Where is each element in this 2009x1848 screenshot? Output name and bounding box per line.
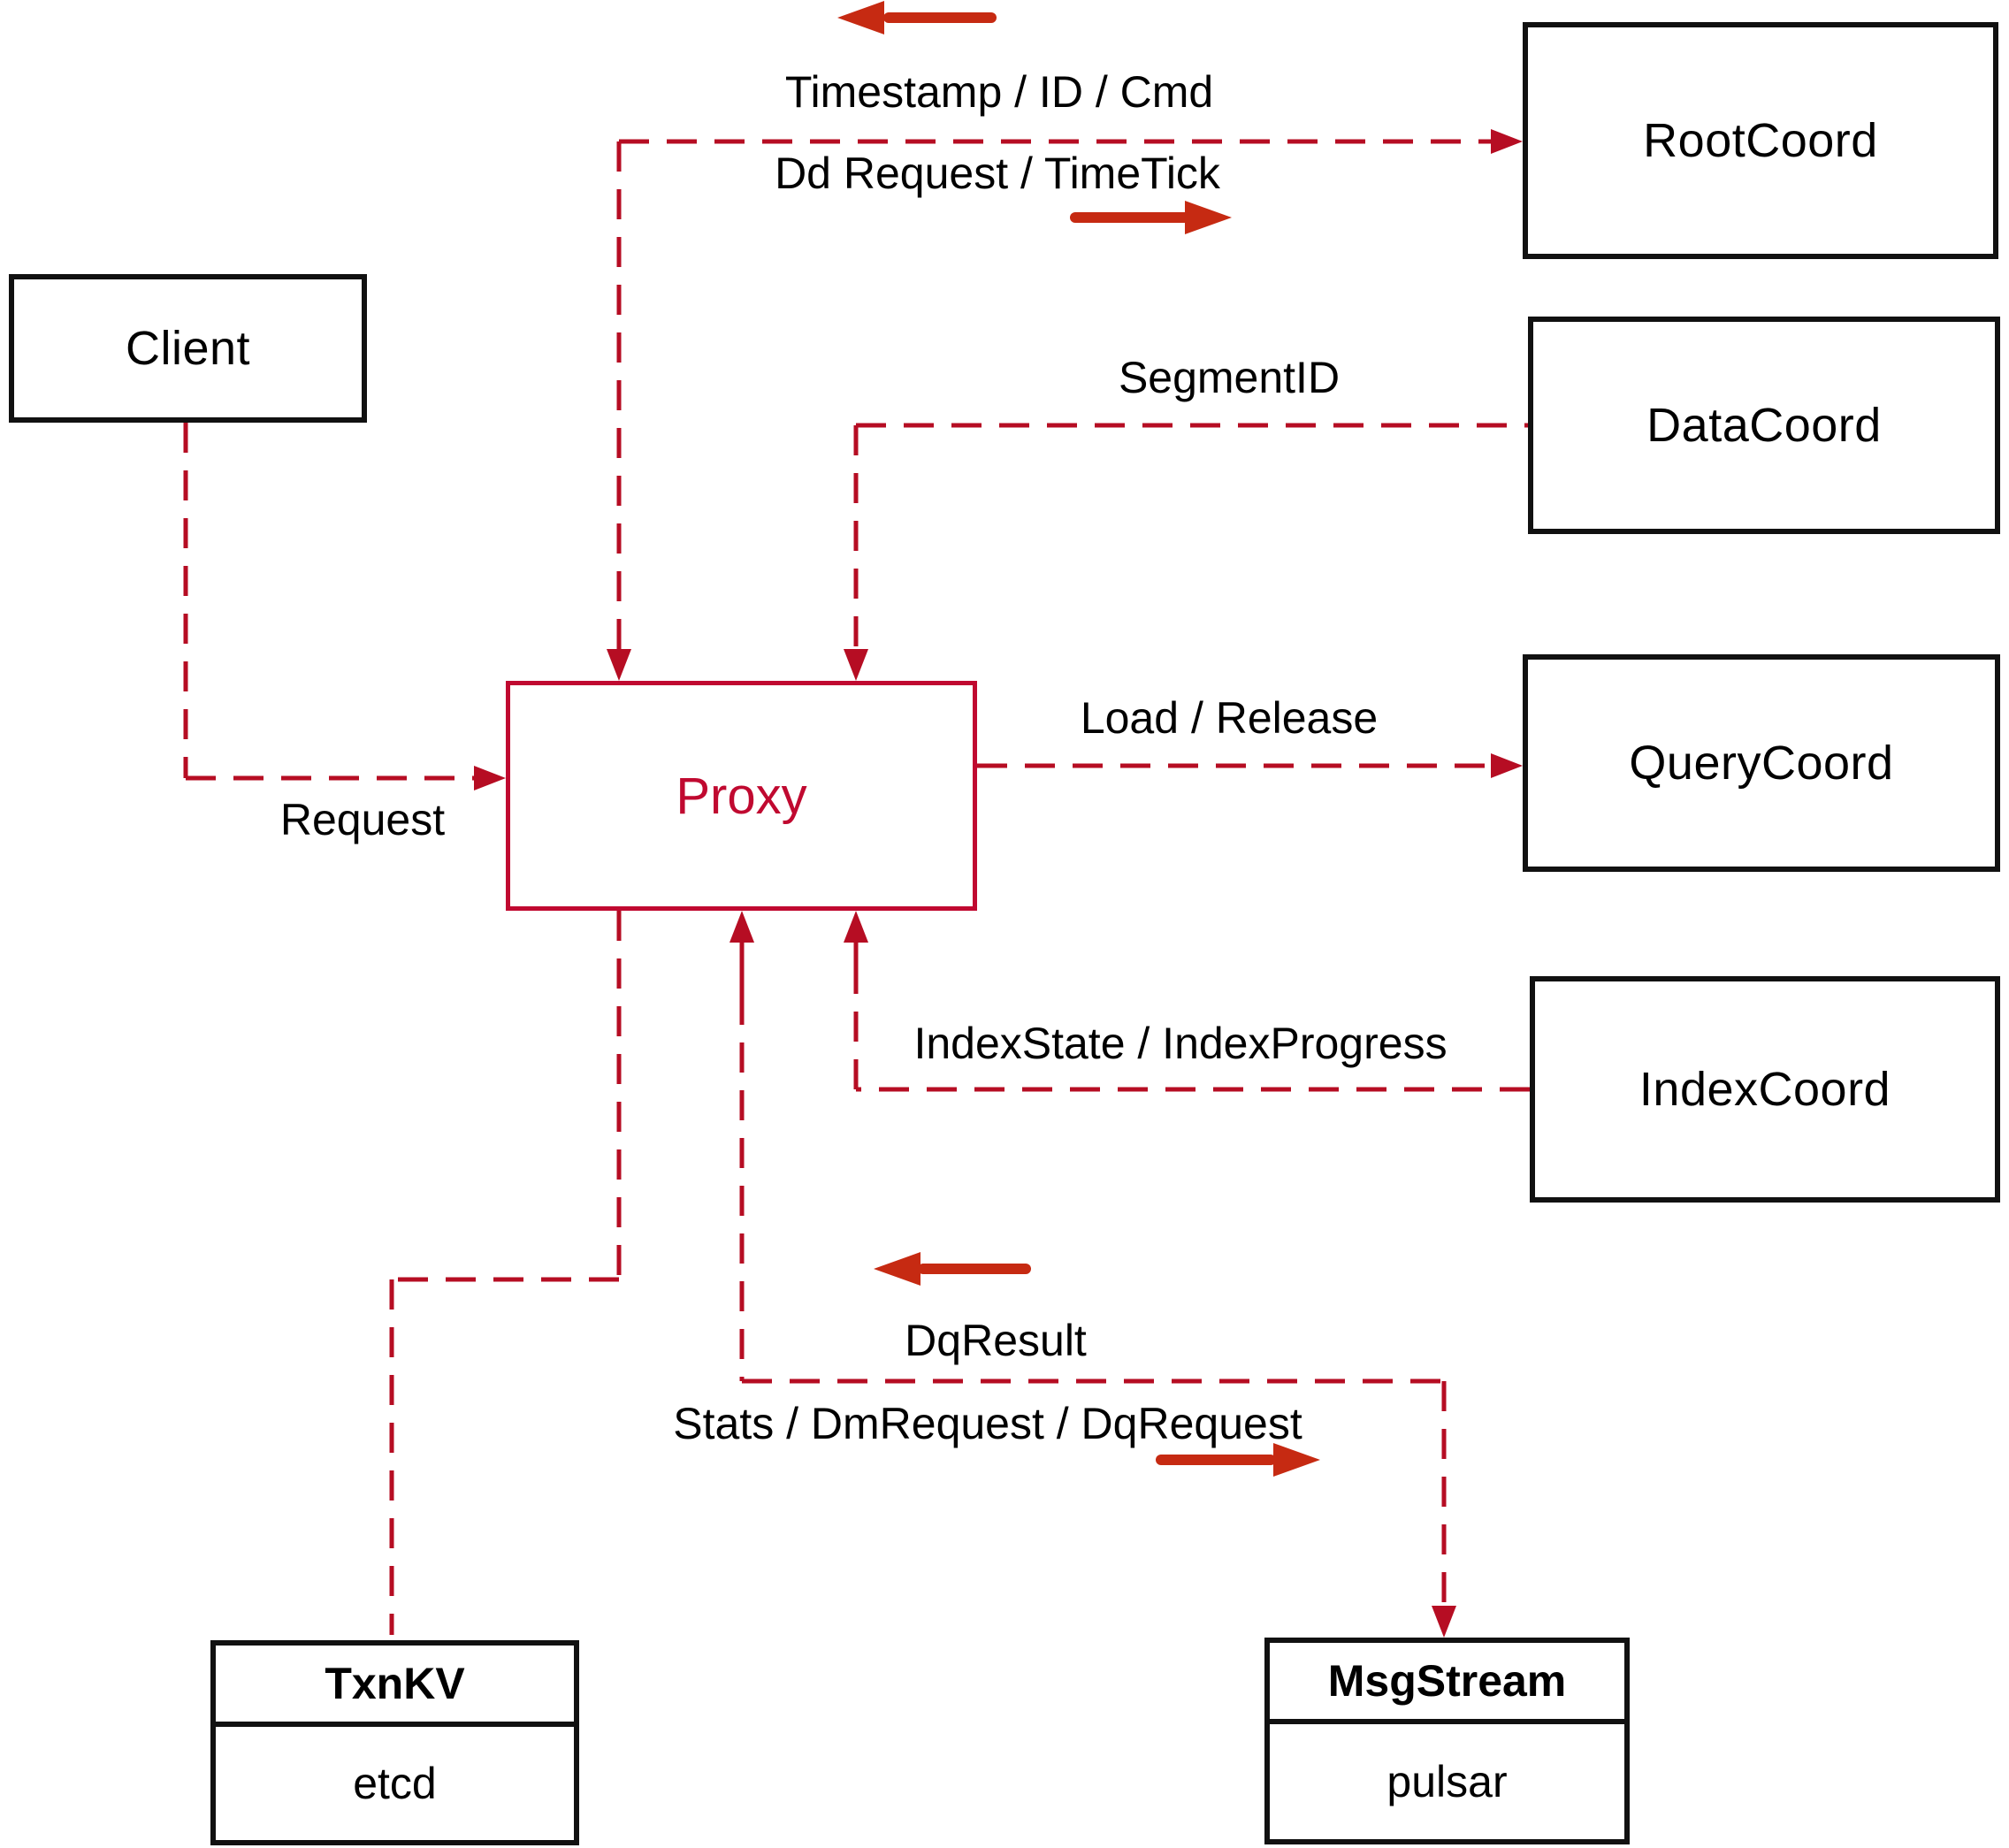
edge-proxy-msgstream-arrowheads: [730, 911, 1456, 1638]
edge-proxy-datacoord: [853, 423, 1528, 661]
edge-client-proxy: [183, 423, 488, 781]
rootcoord-box: RootCoord: [1523, 22, 1998, 259]
edge-proxy-rootcoord-arrowheads: [607, 129, 1523, 681]
edge-label-segmentid: SegmentID: [1118, 353, 1341, 402]
arrow-left-icon: [837, 1, 997, 34]
rootcoord-label: RootCoord: [1643, 114, 1878, 167]
indexcoord-box: IndexCoord: [1530, 976, 2000, 1203]
client-box: Client: [9, 274, 367, 423]
edge-label-dqresult: DqResult: [905, 1316, 1087, 1365]
stats-arrow-right-icon: [1156, 1443, 1320, 1477]
edge-proxy-txnkv: [389, 911, 622, 1635]
edge-proxy-querycoord-arrowhead: [1491, 753, 1523, 778]
edge-label-stats-dm-dq: Stats / DmRequest / DqRequest: [673, 1399, 1302, 1448]
edge-proxy-indexcoord-arrowhead: [844, 911, 868, 990]
edge-label-request: Request: [279, 795, 446, 844]
proxy-box: Proxy: [506, 681, 977, 911]
edge-label-load-release: Load / Release: [1080, 693, 1379, 743]
txnkv-body: etcd: [353, 1759, 437, 1808]
msgstream-box: MsgStream pulsar: [1264, 1638, 1630, 1844]
client-label: Client: [125, 322, 251, 375]
edge-label-dd-request-timetick: Dd Request / TimeTick: [775, 149, 1220, 198]
edge-label-indexstate: IndexState / IndexProgress: [913, 1019, 1448, 1068]
edge-client-proxy-arrowhead: [474, 766, 506, 790]
proxy-label: Proxy: [676, 767, 807, 825]
datacoord-box: DataCoord: [1528, 317, 2000, 534]
msgstream-title: MsgStream: [1270, 1643, 1624, 1724]
indexcoord-label: IndexCoord: [1639, 1063, 1891, 1116]
dqresult-arrow-left-icon: [874, 1252, 1031, 1286]
txnkv-title: TxnKV: [216, 1646, 574, 1727]
querycoord-box: QueryCoord: [1523, 654, 2000, 872]
edge-label-timestamp-id-cmd: Timestamp / ID / Cmd: [784, 67, 1214, 117]
arrow-right-icon: [1070, 201, 1232, 234]
querycoord-label: QueryCoord: [1629, 737, 1894, 790]
datacoord-label: DataCoord: [1646, 399, 1882, 452]
edge-proxy-datacoord-arrowhead: [844, 649, 868, 681]
msgstream-body: pulsar: [1386, 1757, 1508, 1806]
txnkv-box: TxnKV etcd: [210, 1640, 579, 1845]
edge-proxy-msgstream: [739, 995, 1447, 1618]
edge-proxy-rootcoord: [616, 139, 1503, 661]
